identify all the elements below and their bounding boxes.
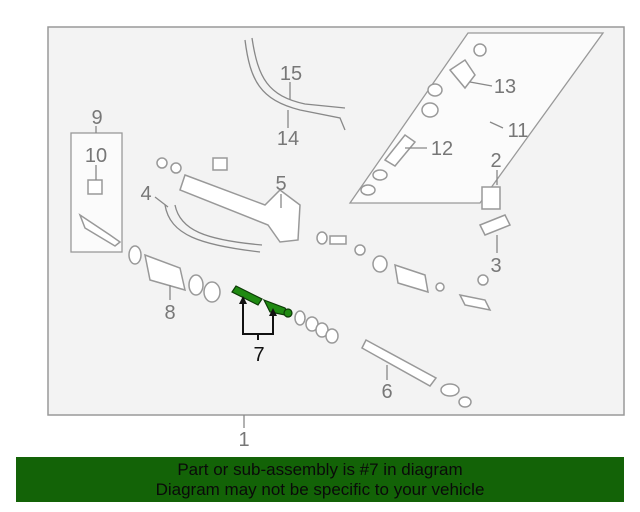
rack-housing (156, 157, 301, 243)
callout-7-leader (239, 296, 277, 340)
callout-3: 3 (490, 255, 501, 277)
callout-15: 15 (280, 63, 302, 85)
callout-10: 10 (85, 145, 107, 167)
notice-banner: Part or sub-assembly is #7 in diagram Di… (16, 457, 624, 502)
callout-5: 5 (275, 173, 286, 195)
rack-bar-6 (361, 338, 472, 408)
tie-rod-left (78, 179, 122, 247)
callout-1: 1 (238, 429, 249, 451)
callout-6: 6 (381, 381, 392, 403)
boot-left (128, 245, 221, 303)
callout-8: 8 (164, 302, 175, 324)
banner-line-part: Part or sub-assembly is #7 in diagram (177, 460, 463, 479)
callout-2: 2 (490, 150, 501, 172)
leader-lines (95, 81, 504, 428)
callout-13: 13 (494, 76, 516, 98)
callout-11: 11 (508, 120, 529, 142)
callout-12: 12 (431, 138, 453, 160)
callout-14: 14 (277, 128, 299, 150)
pipes (164, 37, 346, 253)
callout-7[interactable]: 7 (253, 344, 264, 366)
part-7-highlighted (231, 285, 293, 318)
seals-row (294, 310, 339, 344)
right-side-parts (316, 186, 512, 312)
banner-line-disclaimer: Diagram may not be specific to your vehi… (155, 480, 485, 499)
callout-4: 4 (140, 183, 151, 205)
callout-9: 9 (91, 107, 102, 129)
kit-11-parts (360, 43, 487, 196)
